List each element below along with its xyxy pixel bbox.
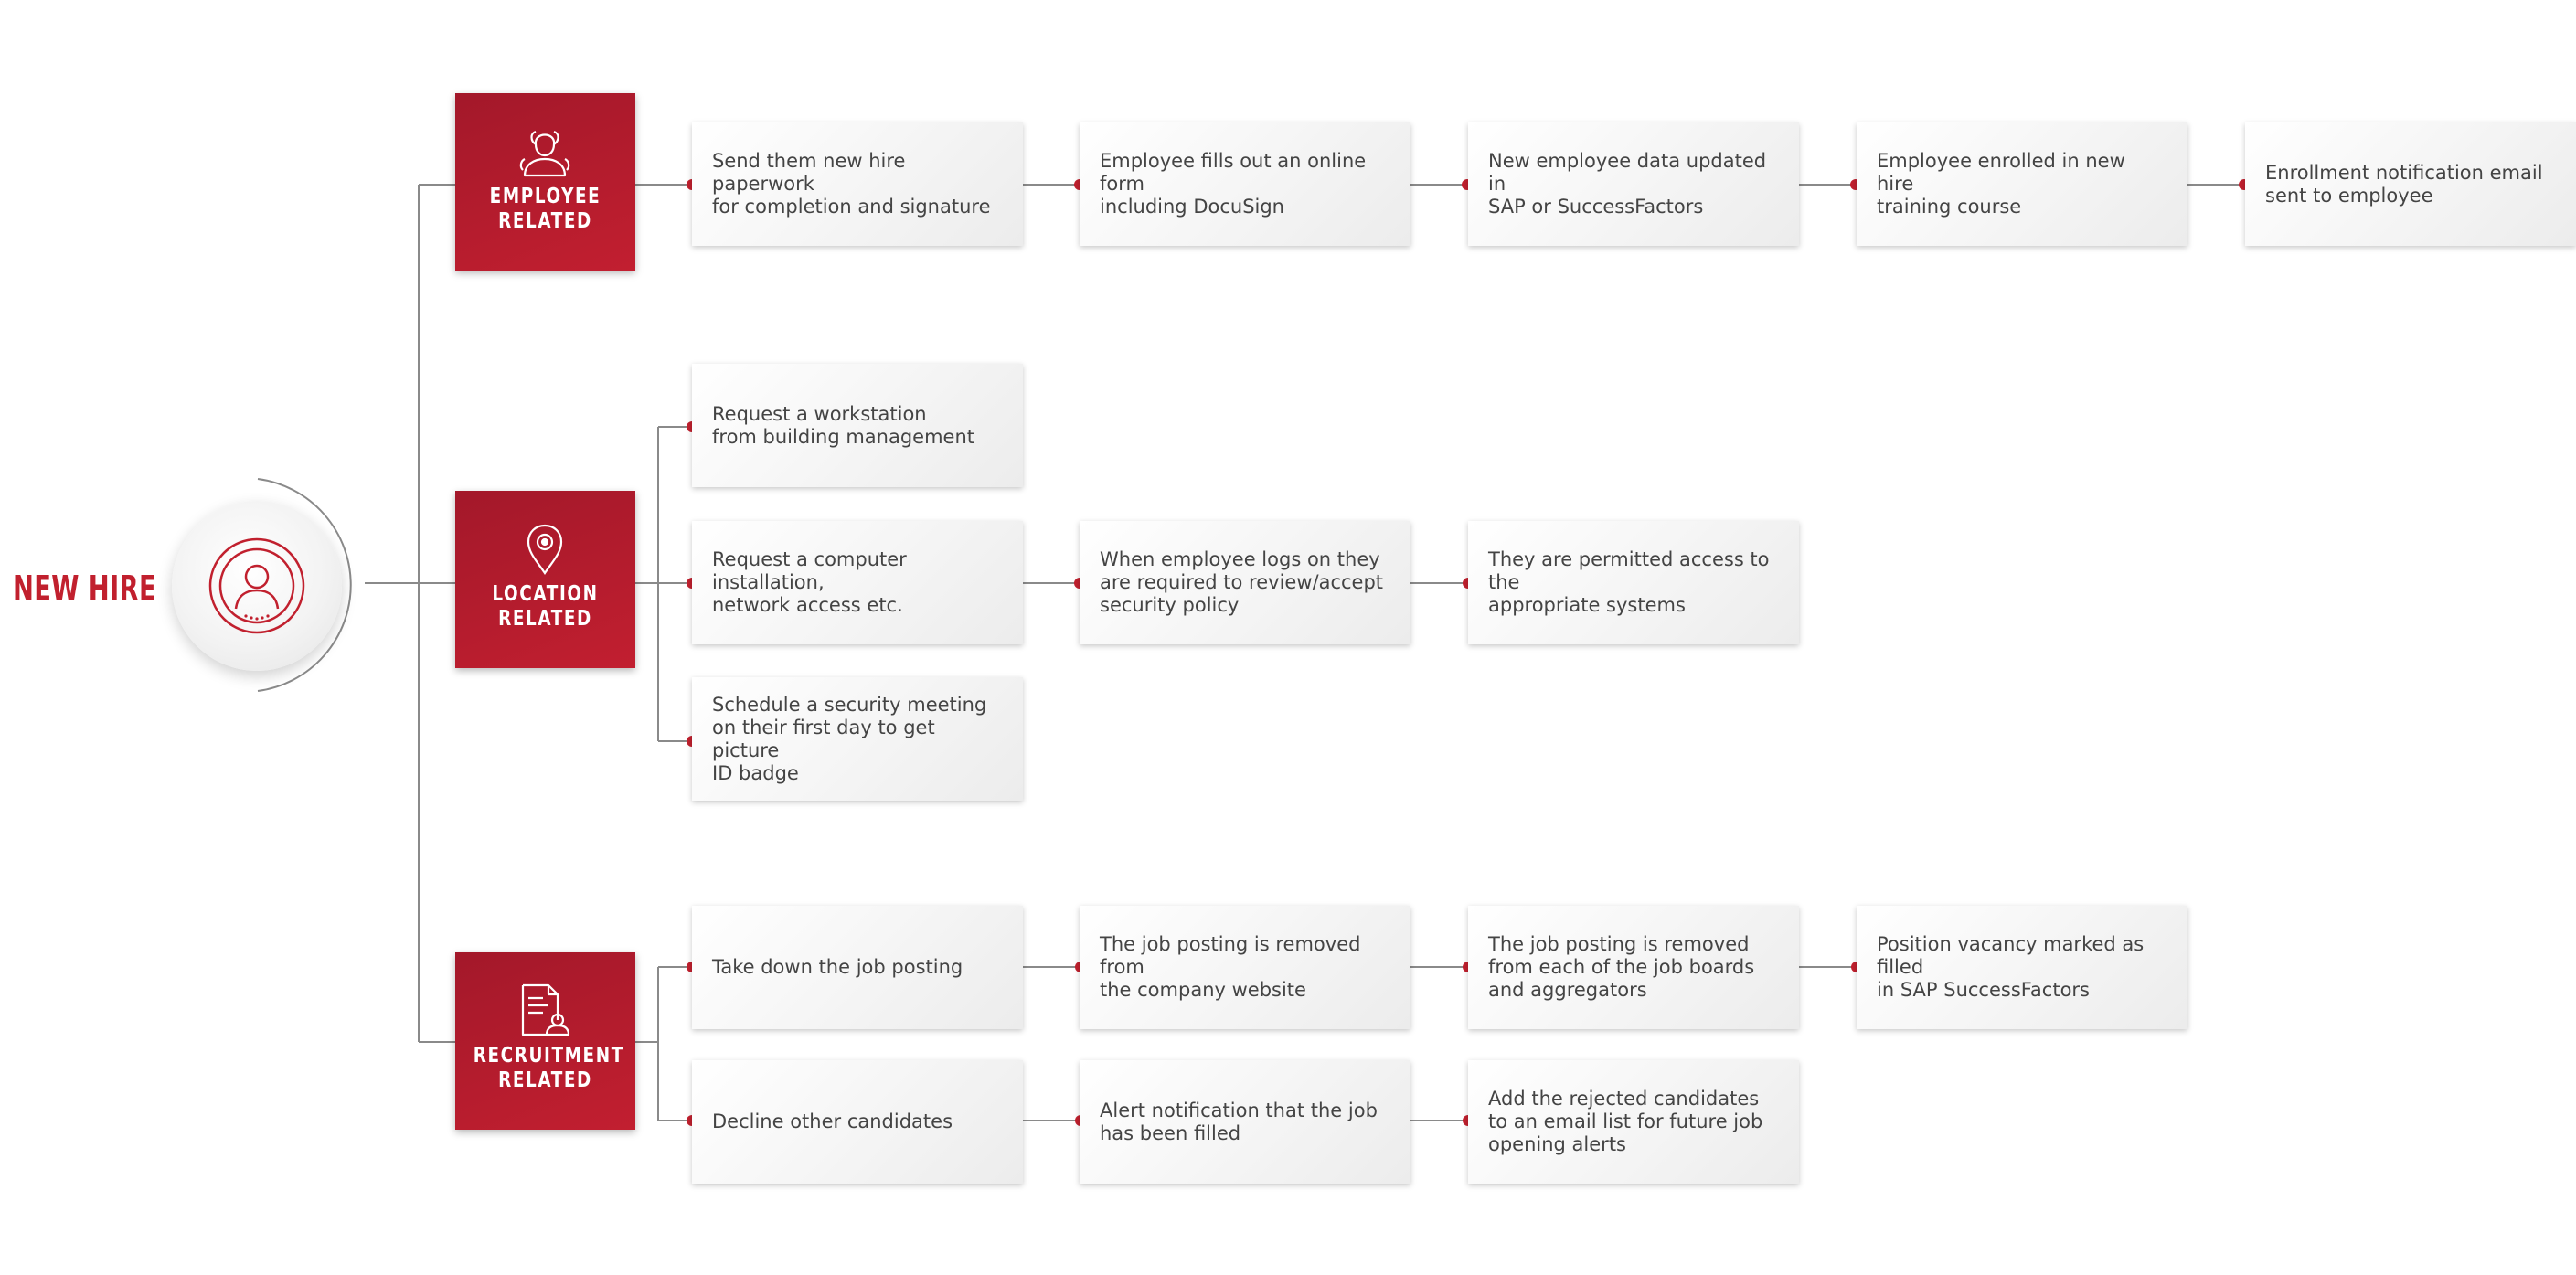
step-box: When employee logs on they are required …: [1080, 521, 1410, 644]
step-box: Alert notification that the job has been…: [1080, 1060, 1410, 1184]
step-box: Enrollment notification email sent to em…: [2245, 122, 2576, 246]
step-box: Take down the job posting: [692, 906, 1023, 1029]
hub-arc: [257, 478, 352, 692]
step-box: The job posting is removed from the comp…: [1080, 906, 1410, 1029]
category-recruitment-related: RECRUITMENT RELATED: [455, 952, 635, 1130]
category-label: LOCATION RELATED: [492, 582, 599, 631]
step-box: New employee data updated in SAP or Succ…: [1468, 122, 1799, 246]
user-circle-icon: [208, 537, 305, 634]
step-box: Schedule a security meeting on their fir…: [692, 677, 1023, 801]
category-label: EMPLOYEE RELATED: [489, 185, 601, 233]
category-label: RECRUITMENT RELATED: [473, 1044, 624, 1092]
step-box: Employee enrolled in new hire training c…: [1857, 122, 2187, 246]
hub-disc: [172, 501, 342, 671]
category-location-related: LOCATION RELATED: [455, 491, 635, 668]
step-box: Position vacancy marked as filled in SAP…: [1857, 906, 2187, 1029]
location-pin-icon: [527, 524, 563, 575]
step-box: Send them new hire paperwork for complet…: [692, 122, 1023, 246]
step-box: Decline other candidates: [692, 1060, 1023, 1184]
employee-icon: [519, 130, 570, 177]
step-box: Request a workstation from building mana…: [692, 364, 1023, 487]
step-box: Request a computer installation, network…: [692, 521, 1023, 644]
category-employee-related: EMPLOYEE RELATED: [455, 93, 635, 271]
document-person-icon: [521, 983, 570, 1036]
step-box: Add the rejected candidates to an email …: [1468, 1060, 1799, 1184]
step-box: The job posting is removed from each of …: [1468, 906, 1799, 1029]
step-box: They are permitted access to the appropr…: [1468, 521, 1799, 644]
step-box: Employee fills out an online form includ…: [1080, 122, 1410, 246]
diagram-title: NEW HIRE: [13, 568, 157, 609]
